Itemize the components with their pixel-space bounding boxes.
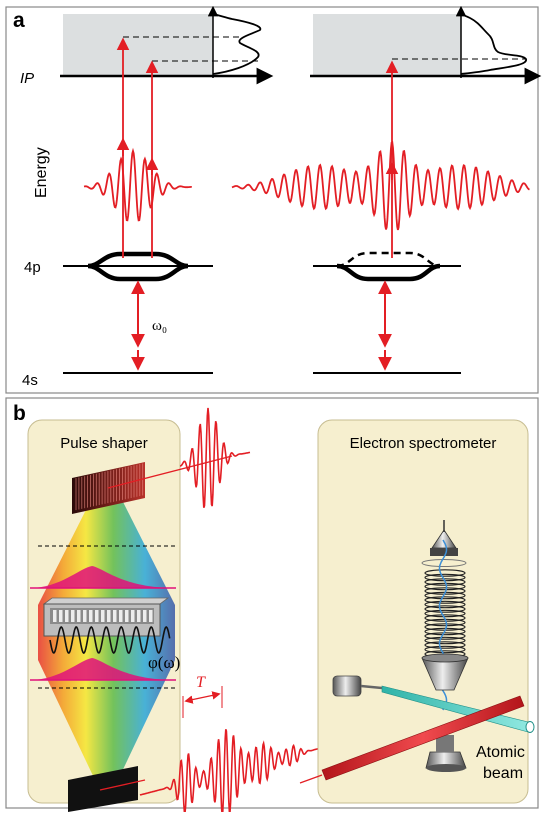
electron-spectrometer-title: Electron spectrometer (350, 435, 497, 452)
spectral-phase-curve (49, 625, 171, 655)
ip-label: IP (20, 70, 34, 87)
atomic-beam-end (525, 721, 535, 733)
pulse-shaper-title: Pulse shaper (60, 435, 148, 452)
continuum-left (63, 14, 213, 76)
shaped-pulse-pair (139, 729, 318, 816)
photoelectron-spectrum-right (460, 13, 527, 75)
level-4p-label: 4p (24, 259, 41, 276)
delay-arrow (184, 691, 221, 704)
panel-b-letter: b (13, 402, 26, 425)
energy-axis-label: Energy (33, 147, 50, 198)
delay-label: T (196, 674, 206, 691)
input-beam (107, 455, 233, 489)
input-pulse (179, 407, 251, 508)
panel-a: a IP Energy 4p 4s ω₀ (5, 5, 542, 394)
laser-pulse-right (231, 140, 530, 231)
phase-label: φ(ω) (148, 653, 180, 672)
continuum-right (313, 14, 461, 76)
atomic-beam-label-2: beam (483, 765, 523, 782)
photoelectron-spectrum-left (212, 13, 262, 75)
panel-a-letter: a (13, 9, 25, 32)
spectrometer-assembly (421, 520, 469, 772)
interference-loop-left (87, 251, 189, 282)
laser-beam-entry (299, 774, 323, 784)
electron-spectrometer-box (317, 419, 529, 804)
interference-path-dashed-right (336, 251, 441, 268)
atomic-beam-nozzle (332, 675, 383, 697)
level-4s-label: 4s (22, 372, 38, 389)
atomic-beam-label-1: Atomic (476, 744, 525, 761)
spectrum-upper (30, 566, 176, 588)
omega0-label: ω₀ (152, 318, 167, 334)
spectrum-lower (30, 658, 176, 680)
shaped-beam-line (99, 779, 146, 791)
panel-b: b Pulse shaper Electron spectrometer (5, 397, 539, 816)
laser-focus-beam (321, 695, 525, 781)
interference-path-solid-right (336, 263, 441, 282)
laser-pulse-left (83, 147, 192, 222)
